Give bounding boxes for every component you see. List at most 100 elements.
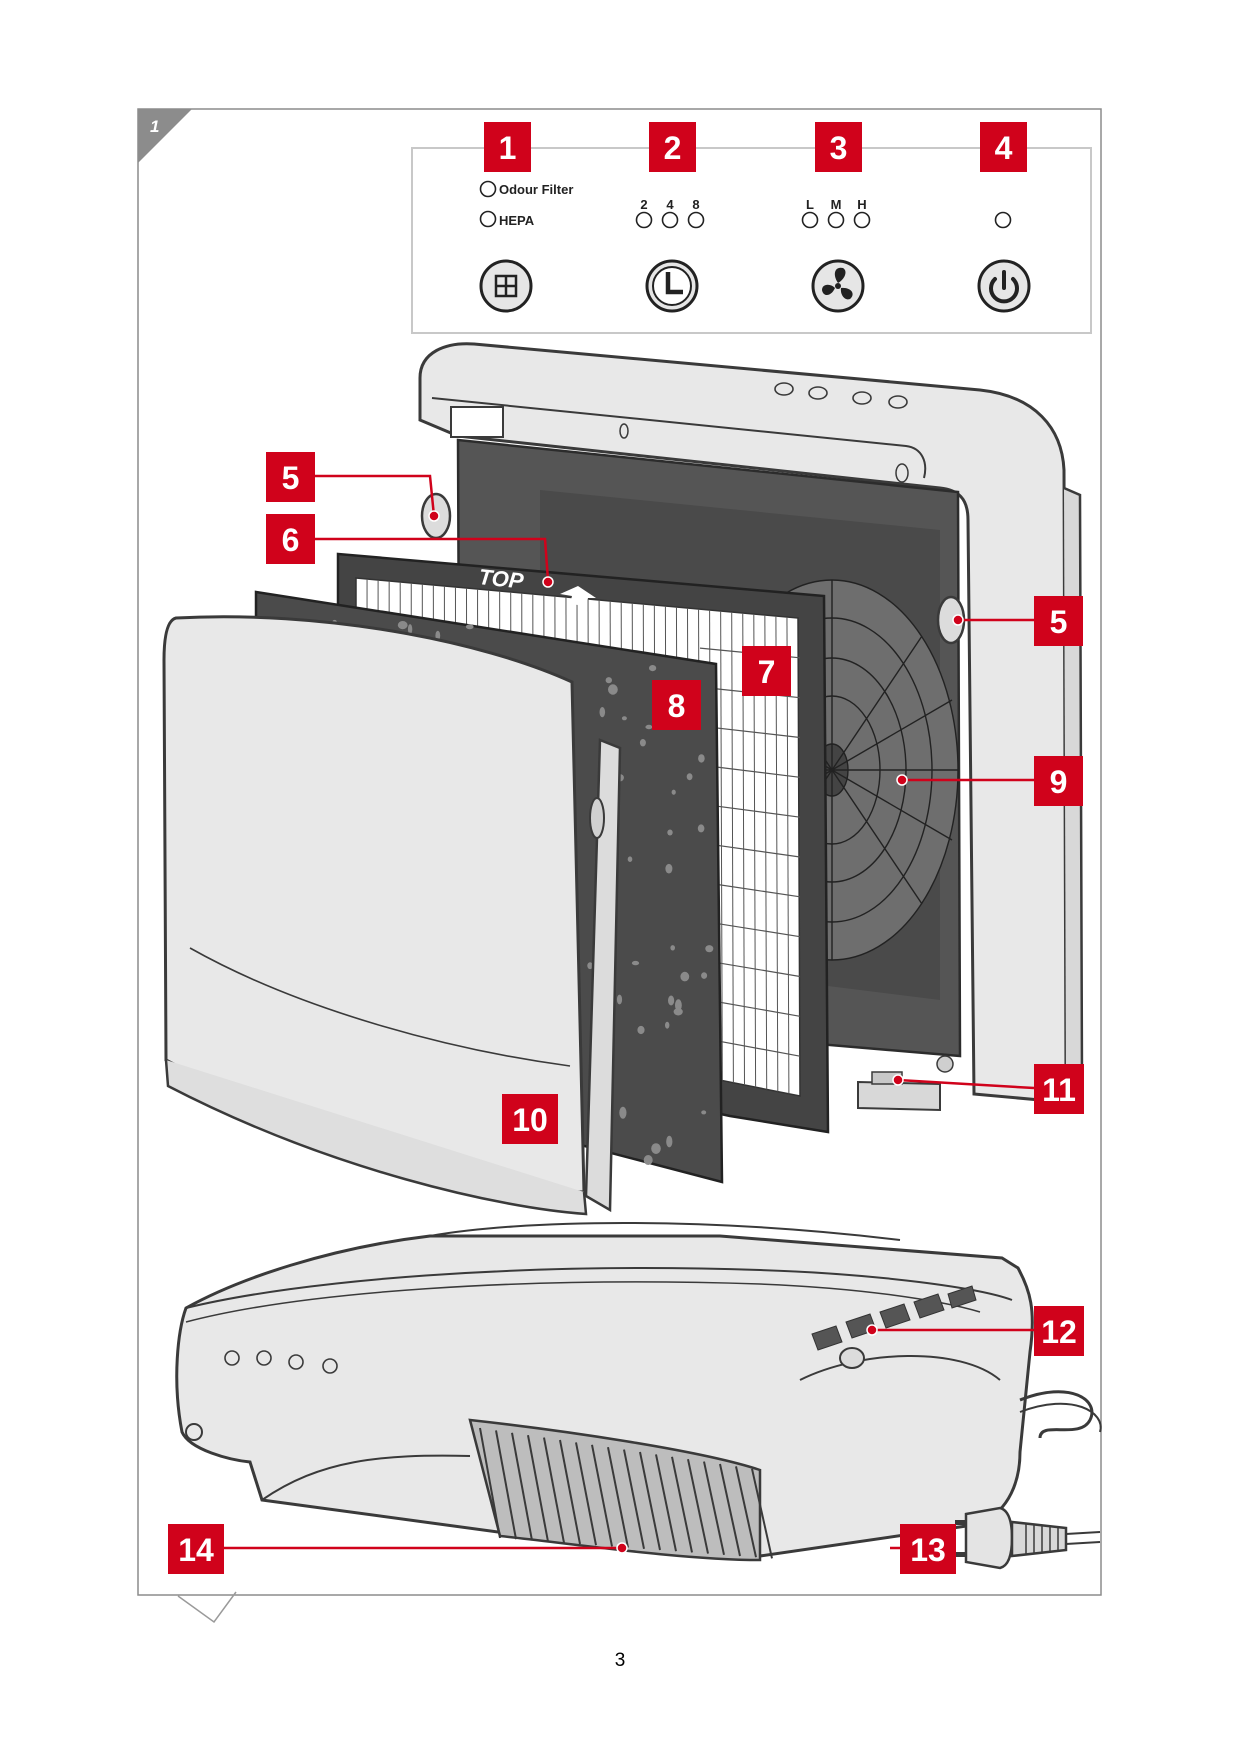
panel-callout-2: 2 <box>649 122 696 172</box>
vent-slat <box>735 1466 757 1558</box>
timer-indicator-4 <box>661 211 679 229</box>
speed-indicator-l <box>801 211 819 229</box>
power-button[interactable] <box>977 259 1031 313</box>
carbon-dot <box>698 754 705 763</box>
carbon-dot <box>645 724 653 730</box>
svg-text:5: 5 <box>1050 604 1068 640</box>
page-corner-mark <box>177 1591 237 1624</box>
carbon-dot <box>675 999 682 1012</box>
carbon-dot <box>686 773 693 781</box>
carbon-dot <box>639 739 646 747</box>
callout-5-right: 5 <box>1034 596 1083 646</box>
vent-slat <box>543 1437 565 1543</box>
svg-text:7: 7 <box>758 654 776 690</box>
carbon-dot <box>465 624 474 630</box>
vent-slat <box>623 1449 645 1549</box>
speed-label-h: H <box>857 197 866 212</box>
vent-slat <box>511 1432 533 1541</box>
carbon-dot <box>407 624 413 635</box>
hepa-indicator <box>479 210 497 228</box>
callout-7: 7 <box>742 646 791 696</box>
svg-text:12: 12 <box>1041 1314 1077 1350</box>
carbon-dot <box>701 1110 707 1115</box>
callout-13: 13 <box>900 1524 956 1574</box>
svg-text:9: 9 <box>1050 764 1068 800</box>
vent-slat <box>559 1439 581 1545</box>
carbon-dot <box>668 995 675 1006</box>
timer-button[interactable] <box>645 259 699 313</box>
figure-number-corner <box>138 109 192 163</box>
carbon-dot <box>619 1106 627 1119</box>
callout-12: 12 <box>1034 1306 1084 1356</box>
svg-text:5: 5 <box>282 460 300 496</box>
carbon-dot <box>665 1021 670 1029</box>
panel-callout-1: 1 <box>484 122 531 172</box>
vent-slat <box>527 1435 549 1542</box>
svg-text:2: 2 <box>664 130 682 166</box>
panel-callout-4: 4 <box>980 122 1027 172</box>
vent-slat <box>751 1468 773 1559</box>
timer-label-4: 4 <box>666 197 674 212</box>
clock-icon <box>652 266 692 306</box>
carbon-dot <box>651 1143 661 1154</box>
vent-slat <box>495 1430 517 1540</box>
front-cover <box>162 615 622 1216</box>
top-marking: TOP <box>477 564 596 606</box>
vent-slat <box>575 1442 597 1546</box>
leader-dots <box>428 510 964 1554</box>
hepa-label: HEPA <box>499 213 535 228</box>
callout-8: 8 <box>652 680 701 730</box>
carbon-dot <box>608 684 618 695</box>
fan-icon <box>822 267 853 300</box>
vent-slat <box>607 1447 629 1548</box>
vent-slat <box>591 1444 613 1547</box>
carbon-dot <box>627 856 633 862</box>
svg-text:1: 1 <box>499 130 517 166</box>
svg-text:TOP: TOP <box>477 564 525 594</box>
speed-label-m: M <box>831 197 842 212</box>
vent-slat <box>703 1461 725 1556</box>
carbon-dot <box>705 945 714 953</box>
timer-label-2: 2 <box>640 197 647 212</box>
callout-14: 14 <box>168 1524 224 1574</box>
carbon-dot <box>680 971 690 982</box>
carbon-dot <box>666 1135 673 1148</box>
carbon-dot <box>673 1008 683 1016</box>
vent-slat <box>655 1454 677 1552</box>
callout-11: 11 <box>1034 1064 1084 1114</box>
carbon-dot <box>643 1155 653 1165</box>
svg-text:10: 10 <box>512 1102 548 1138</box>
svg-text:8: 8 <box>668 688 686 724</box>
carbon-dot <box>697 824 705 833</box>
callout-10: 10 <box>502 1094 558 1144</box>
leader-lines <box>214 474 1035 1550</box>
vent-slat <box>479 1427 501 1539</box>
figure-border <box>137 108 1102 1596</box>
timer-label-8: 8 <box>692 197 699 212</box>
odour-filter-label: Odour Filter <box>499 182 573 197</box>
intake-vent <box>468 1418 762 1562</box>
filter-button[interactable] <box>479 259 533 313</box>
vent-slats <box>479 1427 773 1559</box>
carbon-dot <box>599 707 606 718</box>
purifier-bottom-view <box>175 1222 1102 1558</box>
callout-6: 6 <box>266 514 315 564</box>
callout-5-left: 5 <box>266 452 315 502</box>
carbon-dot <box>649 665 657 672</box>
fan-speed-button[interactable] <box>811 259 865 313</box>
odour-filter-indicator <box>479 180 497 198</box>
speed-indicator-h <box>853 211 871 229</box>
carbon-dot <box>397 621 408 630</box>
figure-number: 1 <box>150 117 159 136</box>
power-indicator <box>994 211 1012 229</box>
svg-text:14: 14 <box>178 1532 214 1568</box>
svg-text:3: 3 <box>830 130 848 166</box>
carbon-dot <box>621 716 627 721</box>
timer-indicator-2 <box>635 211 653 229</box>
vent-slat <box>687 1458 709 1554</box>
carbon-dot <box>665 863 673 874</box>
carbon-dot <box>701 972 708 979</box>
speed-label-l: L <box>806 197 814 212</box>
panel-callout-3: 3 <box>815 122 862 172</box>
